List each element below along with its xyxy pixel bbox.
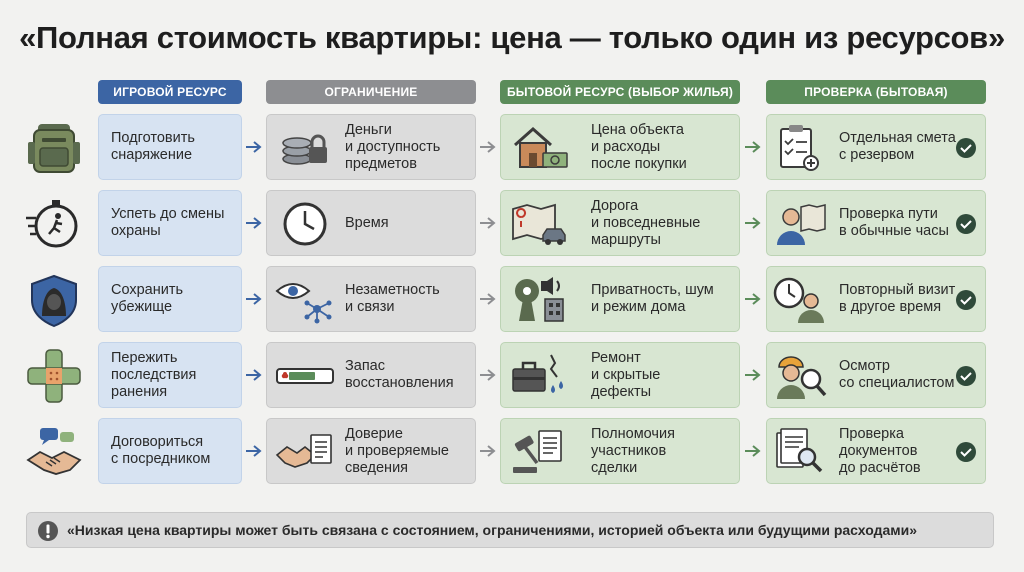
bandage-icon xyxy=(27,349,81,403)
eye-network-icon xyxy=(275,283,332,324)
cell-home-resource: Приватность, шум и режим дома xyxy=(500,266,740,332)
stopwatch-runner-icon xyxy=(26,200,78,248)
shield-hood-icon xyxy=(31,274,77,328)
arrow-right-icon xyxy=(480,369,496,381)
cell-game: Пережить последствия ранения xyxy=(98,342,242,408)
table-row: Пережить последствия ранения Запас восст… xyxy=(0,342,1024,408)
table-row: Успеть до смены охраны Время Дорога и по… xyxy=(0,190,1024,256)
cell-home-text: Цена объекта и расходы после покупки xyxy=(591,121,687,172)
table-row: Сохранить убежище Незаметность и связи П… xyxy=(0,266,1024,332)
check-circle-icon xyxy=(956,138,976,158)
table-row: Подготовить снаряжение Деньги и доступно… xyxy=(0,114,1024,180)
doc-magnifier-icon xyxy=(776,428,823,473)
cell-limitation-text: Время xyxy=(345,214,389,231)
handshake-doc-icon xyxy=(275,434,332,468)
table-row: Договориться с посредником Доверие и про… xyxy=(0,418,1024,484)
check-circle-icon xyxy=(956,214,976,234)
arrow-right-icon xyxy=(745,293,761,305)
cell-game-text: Сохранить убежище xyxy=(111,282,184,315)
header-home-resource: БЫТОВОЙ РЕСУРС (ВЫБОР ЖИЛЬЯ) xyxy=(500,80,740,104)
cell-game-text: Подготовить снаряжение xyxy=(111,130,195,163)
cell-game: Договориться с посредником xyxy=(98,418,242,484)
clock-icon xyxy=(283,202,327,246)
cell-limitation-text: Доверие и проверяемые сведения xyxy=(345,425,449,476)
cell-limitation: Доверие и проверяемые сведения xyxy=(266,418,476,484)
page-title: «Полная стоимость квартиры: цена — тольк… xyxy=(19,20,1005,55)
cell-check: Проверка документов до расчётов xyxy=(766,418,986,484)
cell-game-text: Договориться с посредником xyxy=(111,434,211,467)
cell-game: Подготовить снаряжение xyxy=(98,114,242,180)
arrow-right-icon xyxy=(745,445,761,457)
cell-home-resource: Дорога и повседневные маршруты xyxy=(500,190,740,256)
header-check: ПРОВЕРКА (БЫТОВАЯ) xyxy=(766,80,986,104)
cell-check: Осмотр со специалистом xyxy=(766,342,986,408)
check-circle-icon xyxy=(956,366,976,386)
checklist-icon xyxy=(780,125,819,171)
note-banner: «Низкая цена квартиры может быть связана… xyxy=(26,512,994,548)
header-limitation: ОГРАНИЧЕНИЕ xyxy=(266,80,476,104)
cell-limitation-text: Незаметность и связи xyxy=(345,282,440,315)
cell-check-text: Отдельная смета с резервом xyxy=(839,130,956,163)
cell-home-resource: Ремонт и скрытые дефекты xyxy=(500,342,740,408)
toolbox-crack-icon xyxy=(512,354,563,393)
keyhole-speaker-icon xyxy=(515,277,564,322)
cell-limitation: Время xyxy=(266,190,476,256)
arrow-right-icon xyxy=(246,141,262,153)
cell-check-text: Повторный визит в другое время xyxy=(839,282,956,315)
map-car-icon xyxy=(512,203,566,245)
cell-check: Отдельная смета с резервом xyxy=(766,114,986,180)
arrow-right-icon xyxy=(480,141,496,153)
cell-game-text: Успеть до смены охраны xyxy=(111,206,225,239)
coins-lock-icon xyxy=(282,134,327,165)
cell-check-text: Осмотр со специалистом xyxy=(839,358,955,391)
backpack-icon xyxy=(28,124,80,173)
cell-limitation: Деньги и доступность предметов xyxy=(266,114,476,180)
cell-limitation-text: Деньги и доступность предметов xyxy=(345,121,441,172)
cell-home-resource: Полномочия участников сделки xyxy=(500,418,740,484)
inspector-icon xyxy=(777,356,827,399)
arrow-right-icon xyxy=(246,293,262,305)
check-circle-icon xyxy=(956,290,976,310)
handshake-chat-icon xyxy=(26,428,82,475)
cell-check-text: Проверка пути в обычные часы xyxy=(839,206,949,239)
cell-limitation-text: Запас восстановления xyxy=(345,358,454,391)
cell-limitation: Запас восстановления xyxy=(266,342,476,408)
arrow-right-icon xyxy=(480,293,496,305)
cell-game-text: Пережить последствия ранения xyxy=(111,349,197,400)
person-map-icon xyxy=(777,204,826,245)
arrow-right-icon xyxy=(745,369,761,381)
arrow-right-icon xyxy=(480,217,496,229)
note-text: «Низкая цена квартиры может быть связана… xyxy=(67,522,918,538)
health-bar-icon xyxy=(276,368,334,384)
arrow-right-icon xyxy=(480,445,496,457)
cell-home-text: Приватность, шум и режим дома xyxy=(591,282,714,315)
cell-check-text: Проверка документов до расчётов xyxy=(839,425,921,476)
clock-person-icon xyxy=(773,277,824,323)
arrow-right-icon xyxy=(745,141,761,153)
arrow-right-icon xyxy=(246,217,262,229)
check-circle-icon xyxy=(956,442,976,462)
cell-limitation: Незаметность и связи xyxy=(266,266,476,332)
header-game-resource: ИГРОВОЙ РЕСУРС xyxy=(98,80,242,104)
cell-check: Проверка пути в обычные часы xyxy=(766,190,986,256)
exclamation-icon xyxy=(38,521,58,541)
cell-check: Повторный визит в другое время xyxy=(766,266,986,332)
cell-home-text: Дорога и повседневные маршруты xyxy=(591,197,701,248)
cell-game: Успеть до смены охраны xyxy=(98,190,242,256)
cell-home-text: Ремонт и скрытые дефекты xyxy=(591,349,661,400)
house-money-icon xyxy=(514,126,568,168)
arrow-right-icon xyxy=(745,217,761,229)
cell-home-text: Полномочия участников сделки xyxy=(591,425,675,476)
arrow-right-icon xyxy=(246,369,262,381)
cell-home-resource: Цена объекта и расходы после покупки xyxy=(500,114,740,180)
cell-game: Сохранить убежище xyxy=(98,266,242,332)
arrow-right-icon xyxy=(246,445,262,457)
gavel-doc-icon xyxy=(513,430,562,473)
